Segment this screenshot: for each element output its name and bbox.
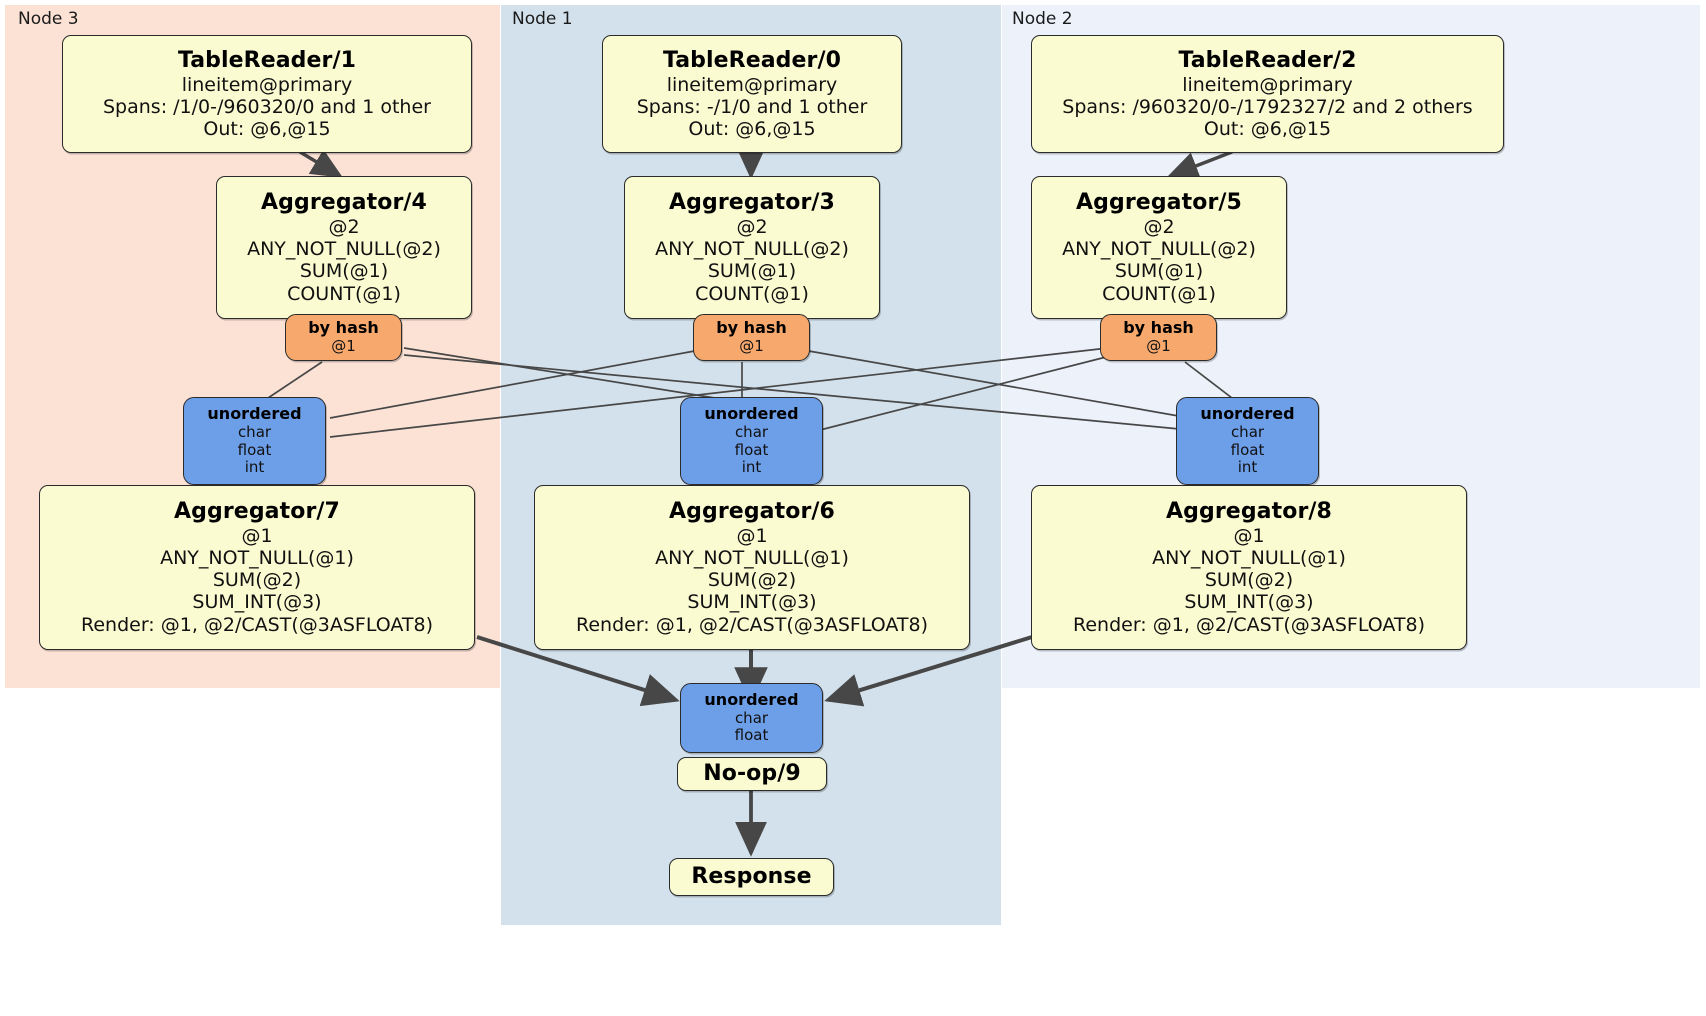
processor-title: TableReader/2	[1178, 47, 1357, 73]
processor-aggregator-8[interactable]: Aggregator/8 @1 ANY_NOT_NULL(@1) SUM(@2)…	[1031, 485, 1467, 650]
aggregator-func-2: SUM(@1)	[1114, 260, 1204, 283]
aggregator-func-3: COUNT(@1)	[1102, 282, 1216, 305]
aggregator-group: @2	[1143, 215, 1175, 238]
synchronizer-unordered-final[interactable]: unordered char float	[680, 683, 823, 753]
aggregator-render: Render: @1, @2/CAST(@3ASFLOAT8)	[81, 613, 433, 636]
aggregator-func-3: SUM_INT(@3)	[192, 591, 322, 614]
aggregator-func-1: ANY_NOT_NULL(@2)	[655, 238, 849, 261]
processor-spans: Spans: /1/0-/960320/0 and 1 other	[103, 95, 431, 118]
processor-title: Aggregator/3	[669, 190, 835, 216]
aggregator-func-3: SUM_INT(@3)	[687, 591, 817, 614]
processor-title: Aggregator/4	[261, 190, 427, 216]
processor-title: Aggregator/8	[1166, 499, 1332, 525]
sync-type-2: float	[237, 440, 272, 459]
router-title: by hash	[308, 318, 379, 338]
aggregator-func-3: COUNT(@1)	[287, 282, 401, 305]
synchronizer-unordered-node1[interactable]: unordered char float int	[680, 397, 823, 485]
router-title: by hash	[1123, 318, 1194, 338]
aggregator-func-1: ANY_NOT_NULL(@1)	[1152, 547, 1346, 570]
aggregator-group: @1	[1233, 524, 1265, 547]
aggregator-func-1: ANY_NOT_NULL(@2)	[247, 238, 441, 261]
lane-label-node1: Node 1	[512, 9, 573, 29]
aggregator-func-3: SUM_INT(@3)	[1184, 591, 1314, 614]
processor-tablereader-node1[interactable]: TableReader/0 lineitem@primary Spans: -/…	[602, 35, 902, 153]
processor-aggregator-6[interactable]: Aggregator/6 @1 ANY_NOT_NULL(@1) SUM(@2)…	[534, 485, 970, 650]
processor-title: Aggregator/7	[174, 499, 340, 525]
processor-aggregator-3[interactable]: Aggregator/3 @2 ANY_NOT_NULL(@2) SUM(@1)…	[624, 176, 880, 319]
aggregator-func-2: SUM(@1)	[299, 260, 389, 283]
lane-label-node2: Node 2	[1012, 9, 1073, 29]
processor-title: Aggregator/5	[1076, 190, 1242, 216]
sync-title: unordered	[207, 404, 302, 424]
aggregator-group: @1	[736, 524, 768, 547]
sync-type-1: char	[734, 423, 769, 442]
router-by-hash-node3[interactable]: by hash @1	[285, 314, 402, 361]
processor-table: lineitem@primary	[181, 73, 353, 96]
sync-title: unordered	[1200, 404, 1295, 424]
aggregator-render: Render: @1, @2/CAST(@3ASFLOAT8)	[576, 613, 928, 636]
sync-type-1: char	[237, 423, 272, 442]
sync-type-3: int	[741, 458, 762, 477]
processor-title: Aggregator/6	[669, 499, 835, 525]
processor-aggregator-7[interactable]: Aggregator/7 @1 ANY_NOT_NULL(@1) SUM(@2)…	[39, 485, 475, 650]
router-key: @1	[739, 337, 764, 356]
sync-type-1: char	[734, 708, 769, 727]
processor-aggregator-4[interactable]: Aggregator/4 @2 ANY_NOT_NULL(@2) SUM(@1)…	[216, 176, 472, 319]
sync-type-3: int	[244, 458, 265, 477]
response-node[interactable]: Response	[669, 858, 834, 896]
synchronizer-unordered-node2[interactable]: unordered char float int	[1176, 397, 1319, 485]
synchronizer-unordered-node3[interactable]: unordered char float int	[183, 397, 326, 485]
sync-type-2: float	[1230, 440, 1265, 459]
processor-no-op-9[interactable]: No-op/9	[677, 757, 827, 791]
sync-type-2: float	[734, 726, 769, 745]
aggregator-group: @2	[328, 215, 360, 238]
aggregator-group: @1	[241, 524, 273, 547]
aggregator-func-2: SUM(@1)	[707, 260, 797, 283]
sync-type-3: int	[1237, 458, 1258, 477]
sync-title: unordered	[704, 690, 799, 710]
aggregator-func-2: SUM(@2)	[1204, 569, 1294, 592]
router-key: @1	[1146, 337, 1171, 356]
router-by-hash-node1[interactable]: by hash @1	[693, 314, 810, 361]
processor-title: TableReader/1	[177, 47, 357, 73]
processor-aggregator-5[interactable]: Aggregator/5 @2 ANY_NOT_NULL(@2) SUM(@1)…	[1031, 176, 1287, 319]
processor-out: Out: @6,@15	[688, 117, 816, 140]
processor-out: Out: @6,@15	[203, 117, 331, 140]
processor-spans: Spans: -/1/0 and 1 other	[636, 95, 868, 118]
router-title: by hash	[716, 318, 787, 338]
aggregator-render: Render: @1, @2/CAST(@3ASFLOAT8)	[1073, 613, 1425, 636]
processor-tablereader-node2[interactable]: TableReader/2 lineitem@primary Spans: /9…	[1031, 35, 1504, 153]
processor-spans: Spans: /960320/0-/1792327/2 and 2 others	[1062, 95, 1473, 118]
processor-title: No-op/9	[703, 761, 801, 787]
processor-table: lineitem@primary	[666, 73, 838, 96]
response-title: Response	[691, 864, 812, 890]
processor-tablereader-node3[interactable]: TableReader/1 lineitem@primary Spans: /1…	[62, 35, 472, 153]
aggregator-func-1: ANY_NOT_NULL(@2)	[1062, 238, 1256, 261]
processor-out: Out: @6,@15	[1203, 117, 1332, 140]
aggregator-func-1: ANY_NOT_NULL(@1)	[655, 547, 849, 570]
aggregator-func-1: ANY_NOT_NULL(@1)	[160, 547, 354, 570]
aggregator-func-3: COUNT(@1)	[695, 282, 809, 305]
router-key: @1	[331, 337, 356, 356]
sync-type-2: float	[734, 440, 769, 459]
lane-label-node3: Node 3	[18, 9, 79, 29]
aggregator-func-2: SUM(@2)	[707, 569, 797, 592]
router-by-hash-node2[interactable]: by hash @1	[1100, 314, 1217, 361]
processor-title: TableReader/0	[662, 47, 842, 73]
sync-type-1: char	[1230, 423, 1265, 442]
sync-title: unordered	[704, 404, 799, 424]
aggregator-func-2: SUM(@2)	[212, 569, 302, 592]
processor-table: lineitem@primary	[1182, 73, 1353, 96]
aggregator-group: @2	[736, 215, 768, 238]
